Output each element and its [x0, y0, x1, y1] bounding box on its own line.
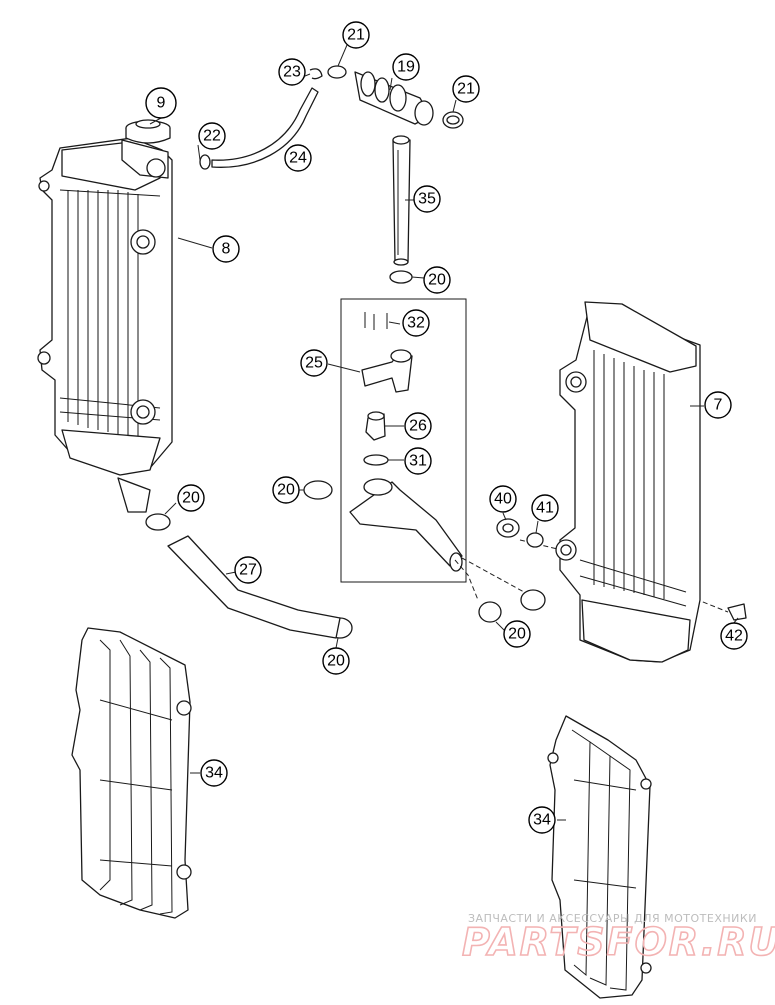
hose-clamp: [478, 601, 502, 623]
callout-label: 19: [397, 59, 415, 76]
overflow-hose: [199, 68, 323, 170]
bolt: [727, 603, 747, 621]
hose-clamp: [303, 480, 333, 500]
callout-label: 21: [457, 81, 475, 98]
callout-label: 20: [277, 482, 295, 499]
vertical-tube: [392, 135, 411, 266]
callout-label: 26: [409, 418, 427, 435]
callout-22: 22: [198, 122, 226, 150]
radiator-cap: [125, 119, 171, 144]
callout-20-right: 20: [503, 620, 531, 648]
callout-label: 34: [205, 765, 223, 782]
callout-34-left: 34: [200, 759, 228, 787]
callout-23: 23: [278, 58, 306, 86]
right-radiator-fins: [593, 350, 665, 599]
watermark-logo: PARTSFOR.RU: [462, 920, 775, 964]
callout-31: 31: [404, 447, 432, 475]
callout-label: 21: [347, 27, 365, 44]
callout-label: 9: [157, 95, 166, 112]
left-radiator: [37, 137, 173, 513]
hose-clamp: [520, 589, 546, 611]
callout-label: 32: [407, 315, 425, 332]
callout-label: 24: [289, 150, 307, 167]
callout-label: 20: [182, 490, 200, 507]
callout-label: 35: [418, 191, 436, 208]
callout-25: 25: [300, 349, 328, 377]
callout-7: 7: [704, 391, 732, 419]
callout-24: 24: [284, 144, 312, 172]
callout-label: 8: [222, 241, 231, 258]
right-radiator: [555, 301, 701, 663]
thermostat-assembly: [340, 298, 467, 583]
callout-label: 20: [508, 626, 526, 643]
callout-label: 20: [327, 653, 345, 670]
left-radiator-fins: [67, 190, 139, 436]
callout-42: 42: [720, 622, 748, 650]
callout-26: 26: [404, 412, 432, 440]
callout-40: 40: [489, 485, 517, 513]
callout-34-right: 34: [528, 806, 556, 834]
callout-20-bottom: 20: [322, 647, 350, 675]
watermark: ЗАПЧАСТИ И АКСЕССУАРЫ ДЛЯ МОТОТЕХНИКИ PA…: [461, 912, 775, 965]
washer: [526, 532, 544, 548]
callout-label: 7: [714, 397, 723, 414]
hose-clamp: [145, 513, 171, 531]
callout-21-right: 21: [452, 75, 480, 103]
callout-21-top: 21: [342, 21, 370, 49]
watermark-tagline: ЗАПЧАСТИ И АКСЕССУАРЫ ДЛЯ МОТОТЕХНИКИ: [468, 912, 757, 925]
callout-label: 22: [203, 128, 221, 145]
right-radiator-guard: [547, 715, 652, 999]
callout-label: 20: [428, 272, 446, 289]
leader-lines: [149, 44, 739, 821]
callout-19: 19: [392, 53, 420, 81]
callout-20-left: 20: [177, 484, 205, 512]
callout-label: 27: [239, 562, 257, 579]
callout-20-tube: 20: [423, 266, 451, 294]
callout-label: 31: [409, 453, 427, 470]
callout-9: 9: [145, 87, 177, 119]
callout-label: 41: [536, 500, 554, 517]
left-radiator-guard: [71, 627, 192, 919]
callout-label: 40: [494, 491, 512, 508]
callout-41: 41: [531, 494, 559, 522]
callout-label: 34: [533, 812, 551, 829]
lower-hose: [167, 535, 341, 639]
callout-label: 42: [725, 628, 743, 645]
callout-32: 32: [402, 309, 430, 337]
callout-8: 8: [212, 235, 240, 263]
callout-label: 25: [305, 355, 323, 372]
callout-20-mid: 20: [272, 476, 300, 504]
callout-27: 27: [234, 556, 262, 584]
tube-clamp: [389, 270, 413, 284]
callout-label: 23: [283, 64, 301, 81]
callout-35: 35: [413, 185, 441, 213]
